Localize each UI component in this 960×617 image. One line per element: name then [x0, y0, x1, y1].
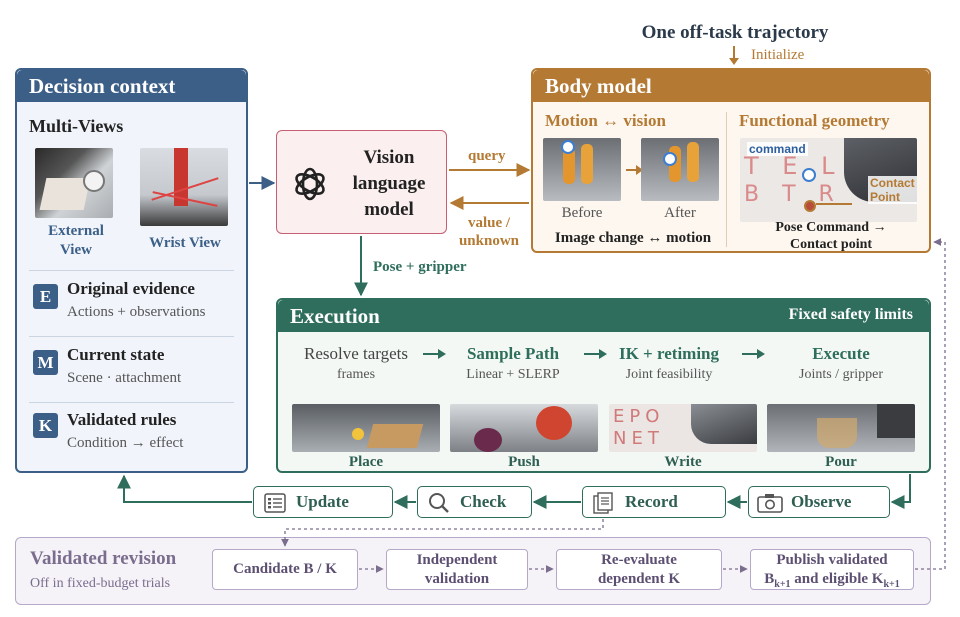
- step-arrows: [423, 349, 765, 359]
- divider: [29, 270, 234, 271]
- execution-to-observe-arrow: [890, 474, 911, 509]
- current-state-title: Current state: [67, 345, 165, 364]
- original-evidence-title: Original evidence: [67, 279, 195, 298]
- step-resolve-sub: frames: [336, 367, 376, 382]
- execution-title: Execution: [278, 300, 929, 332]
- body-model-title: Body model: [533, 70, 929, 102]
- document-icon: [593, 492, 613, 514]
- step-sample-sub: Linear + SLERP: [466, 367, 560, 382]
- validated-revision-title: Validated revision: [30, 548, 177, 569]
- image-change-label: Image change ↔ motion: [554, 230, 712, 246]
- command-label: command: [747, 142, 808, 156]
- record-box: Record: [582, 486, 726, 518]
- motion-vision-title: Motion ↔ vision: [545, 111, 666, 130]
- body-divider: [726, 112, 727, 247]
- decision-context-title: Decision context: [17, 70, 246, 102]
- pose-gripper-label: Pose + gripper: [373, 259, 467, 275]
- badge-e: E: [33, 284, 58, 309]
- task-pour: Pour: [825, 454, 857, 470]
- step-ik-sub: Joint feasibility: [625, 367, 713, 382]
- publish-line2: Bk+1 and eligible Kk+1: [764, 571, 900, 590]
- candidate-label: Candidate B / K: [233, 561, 337, 577]
- execution-panel: Execution Fixed safety limits Resolve ta…: [276, 298, 931, 473]
- step-ik-title: IK + retiming: [618, 344, 720, 363]
- camera-icon: [757, 494, 783, 513]
- before-image: [543, 138, 621, 201]
- update-box: Update: [253, 486, 393, 518]
- vlm-label: Vision language model: [352, 147, 426, 220]
- reevaluate-box: Re-evaluate dependent K: [556, 549, 722, 590]
- wrist-view-image: [140, 148, 228, 226]
- functional-geometry-title: Functional geometry: [739, 111, 890, 130]
- place-image: [292, 404, 440, 452]
- wrist-view-label: Wrist View: [149, 235, 221, 251]
- initialize-label: Initialize: [751, 47, 805, 63]
- query-label: query: [468, 148, 506, 164]
- decision-context-panel: Decision context Multi-Views External Vi…: [15, 68, 248, 473]
- safety-limits-label: Fixed safety limits: [788, 306, 913, 323]
- vlm-box: Vision language model: [276, 130, 447, 234]
- step-execute-title: Execute: [812, 344, 870, 363]
- check-box: Check: [417, 486, 532, 518]
- before-after-arrow: [626, 169, 638, 171]
- record-to-candidate-arrow: [281, 519, 604, 547]
- write-image: EPO NET: [609, 404, 757, 452]
- trajectory-title: One off-task trajectory: [641, 22, 829, 43]
- badge-k: K: [33, 413, 58, 438]
- before-label: Before: [561, 205, 603, 221]
- initialize-arrow-head: [729, 58, 739, 65]
- list-icon: [264, 493, 286, 513]
- external-view-image: [35, 148, 113, 218]
- independent-validation-box: Independent validation: [386, 549, 528, 590]
- step-execute-sub: Joints / gripper: [799, 367, 883, 382]
- task-place: Place: [348, 454, 384, 470]
- multiviews-label: Multi-Views: [29, 116, 124, 136]
- after-label: After: [664, 205, 696, 221]
- badge-m: M: [33, 350, 58, 375]
- pour-image: [767, 404, 915, 452]
- before-after-arrow-head: [636, 165, 643, 175]
- observe-label: Observe: [791, 492, 852, 511]
- initialize-arrow: [733, 46, 735, 60]
- validated-revision-sub: Off in fixed-budget trials: [30, 576, 171, 591]
- publish-to-body-arrow: [915, 238, 946, 570]
- record-label: Record: [625, 492, 678, 511]
- value-unknown-label: value / unknown: [458, 215, 520, 249]
- divider: [29, 336, 234, 337]
- update-to-context-arrow: [117, 474, 252, 503]
- step-resolve-title: Resolve targets: [303, 344, 409, 363]
- body-model-panel: Body model Motion ↔ vision Before After …: [531, 68, 931, 253]
- push-image: [450, 404, 598, 452]
- update-label: Update: [296, 492, 349, 511]
- magnifier-icon: [429, 493, 449, 513]
- external-view-label: External View: [48, 223, 104, 258]
- current-state-sub: Scene · attachment: [67, 370, 182, 386]
- openai-logo-icon: [295, 167, 325, 201]
- step-sample-title: Sample Path: [466, 344, 560, 363]
- publish-box: Publish validated Bk+1 and eligible Kk+1: [750, 549, 914, 590]
- pose-command-label: Pose Command → Contact point: [775, 220, 887, 252]
- task-push: Push: [508, 454, 540, 470]
- validated-rules-sub: Condition → effect: [67, 435, 184, 451]
- validated-rules-title: Validated rules: [67, 410, 177, 429]
- original-evidence-sub: Actions + observations: [67, 304, 206, 320]
- contact-point-label: Contact Point: [868, 176, 917, 204]
- check-label: Check: [460, 492, 507, 511]
- task-write: Write: [664, 454, 702, 470]
- candidate-box: Candidate B / K: [212, 549, 358, 590]
- after-image: [641, 138, 719, 201]
- observe-box: Observe: [748, 486, 890, 518]
- divider: [29, 402, 234, 403]
